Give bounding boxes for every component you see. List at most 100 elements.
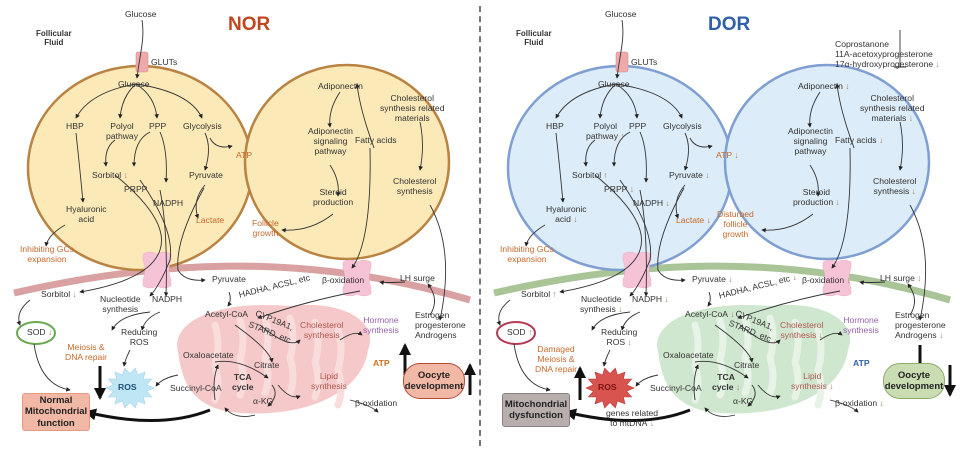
cholesterol-materials-label-text: Cholesterol synthesis related materials bbox=[380, 93, 445, 123]
inhibiting-gcs-label: Inhibiting GCs expansion bbox=[20, 244, 74, 265]
inhibition-line bbox=[894, 30, 906, 68]
hormones-list-label: Estrogen progesterone Androgens ↓ bbox=[895, 310, 946, 341]
ros-label-text: ROS bbox=[118, 382, 137, 392]
glucose-inside-label-text: Glucose bbox=[598, 79, 630, 89]
oocyte-development-box: Oocyte development bbox=[883, 363, 945, 399]
decrease-arrow-icon: ↓ bbox=[121, 170, 128, 180]
nadph-oocyte-label: NADPH bbox=[152, 294, 183, 305]
acetyl-coa-label-text: Acetyl-CoA bbox=[205, 309, 248, 319]
acetyl-coa-label: Acetyl-CoA bbox=[205, 309, 248, 320]
meiosis-label: Meiosis & DNA repair bbox=[65, 342, 107, 363]
prpp-exit-arrow bbox=[619, 179, 652, 297]
to-chol-synth-arrow bbox=[898, 121, 903, 171]
mitochondrial-function-box: Mitochondrial dysfunction bbox=[502, 393, 570, 427]
decrease-arrow-icon: ↓ bbox=[45, 327, 53, 337]
decrease-arrow-icon: ↓ bbox=[732, 150, 739, 160]
glucose-outside-label-text: Glucose bbox=[125, 9, 157, 19]
hbp-label: HBP bbox=[66, 121, 84, 132]
mito-output-arrow bbox=[84, 408, 211, 422]
decrease-arrow-icon: ↓ bbox=[936, 329, 944, 340]
cholesterol-materials-label: Cholesterol synthesis related materials bbox=[380, 93, 445, 124]
mitochondrion-crista bbox=[286, 314, 297, 397]
acetyl-coa-label-text: Acetyl-CoA bbox=[685, 309, 728, 319]
citrate-to-akg-arrow bbox=[267, 384, 276, 407]
mitochondrion-crista bbox=[311, 318, 322, 401]
beta-oxidation-2-label-text: β-oxidation bbox=[355, 398, 398, 408]
beta-oxidation-label: β-oxidation bbox=[322, 275, 365, 286]
cholesterol-synthesis-cell-label-text: Cholesterol synthesis bbox=[873, 176, 917, 196]
precursor-metabolites-label: Coprostanone 11A-acetoxyprogesterone 17α… bbox=[835, 39, 940, 70]
pyruvate-exit-arrow bbox=[657, 187, 686, 283]
pyruvate-oocyte-label: Pyruvate ↓ bbox=[692, 274, 733, 285]
cholesterol-synthesis-mito-label-text: Cholesterol synthesis bbox=[300, 320, 344, 340]
decrease-arrow-icon: ↓ bbox=[933, 58, 940, 69]
decrease-arrow-icon: ↓ bbox=[702, 170, 710, 180]
citrate-label: Citrate bbox=[734, 360, 759, 371]
beta-oxidation-label-text: β-oxidation bbox=[802, 275, 845, 285]
sorbitol-oocyte-label-text: Sorbitol bbox=[41, 289, 71, 299]
cholesterol-synthesis-mito-label: Cholesterol synthesis bbox=[300, 320, 344, 341]
glut-transporter bbox=[135, 51, 149, 73]
nadph-oocyte-label-text: NADPH bbox=[152, 294, 183, 304]
to-ppp-arrow bbox=[135, 83, 159, 119]
to-steroid-arrow bbox=[329, 164, 341, 197]
hormone-synthesis-label: Hormone synthesis bbox=[843, 315, 879, 336]
tca-cycle-label-text: TCA cycle bbox=[712, 372, 735, 392]
decrease-arrow-icon: ↓ bbox=[615, 303, 623, 314]
beta-oxidation-label-text: β-oxidation bbox=[322, 275, 365, 285]
lactate-label-text: Lactate bbox=[676, 215, 705, 225]
adiponectin-pathway-label-text: Adiponectin signaling pathway bbox=[788, 126, 833, 156]
to-glycolysis-arrow bbox=[615, 83, 683, 119]
hyaluronic-label: Hyaluronic acid ↓ bbox=[546, 204, 587, 225]
glucose-uptake-arrow bbox=[135, 19, 144, 79]
follicle-growth-label: Disturbed follicle growth bbox=[717, 209, 754, 240]
hbp-label-text: HBP bbox=[66, 121, 84, 131]
to-beta-ox-arrow bbox=[831, 147, 851, 269]
mitochondrion-crista bbox=[334, 326, 345, 409]
inhibiting-gcs-label: Inhibiting GCs expansion bbox=[500, 244, 554, 265]
pyruvate-oocyte-label-text: Pyruvate bbox=[692, 274, 726, 284]
ros-label: ROS bbox=[118, 382, 137, 393]
nadph-to-ros-arrow bbox=[620, 311, 641, 331]
lactate-label-text: Lactate bbox=[196, 215, 225, 225]
granulosa-cell-right bbox=[243, 63, 451, 261]
decrease-arrow-icon: ↓ bbox=[663, 198, 670, 208]
nucleotide-to-meiosis-arrow bbox=[111, 311, 151, 331]
hormone-synthesis-label: Hormone synthesis bbox=[363, 315, 399, 336]
increase-arrow-icon: ↑ bbox=[550, 289, 557, 299]
glucose-inside-label: Glucose bbox=[118, 79, 150, 90]
succinyl-coa-label-text: Succinyl-CoA bbox=[170, 383, 222, 393]
pyruvate-cell-label-text: Pyruvate bbox=[669, 170, 703, 180]
decrease-arrow-icon: ↓ bbox=[877, 398, 884, 408]
steroid-production-label-text: Steroid production bbox=[793, 187, 834, 207]
cholesterol-materials-label-text: Cholesterol synthesis related materials bbox=[860, 93, 925, 123]
to-sorbitol-arrow bbox=[103, 139, 116, 167]
oocyte-development-box: Oocyte development bbox=[403, 363, 465, 399]
atp-cell-label-text: ATP bbox=[716, 150, 733, 160]
tca-cycle-label: TCA cycle ↓ bbox=[712, 372, 740, 393]
mitochondrial-function-box-text: Mitochondrial dysfunction bbox=[504, 398, 568, 421]
pyruvate-oocyte-label-text: Pyruvate bbox=[212, 274, 246, 284]
glut-transporter bbox=[615, 51, 629, 73]
oocyte-development-box-text: Oocyte development bbox=[404, 369, 464, 392]
hbp-label-text: HBP bbox=[546, 121, 564, 131]
polyol-label-text: Polyol pathway bbox=[106, 121, 139, 141]
precursor-metabolites-label-text: Coprostanone 11A-acetoxyprogesterone 17α… bbox=[835, 39, 934, 69]
oxaloacetate-label: Oxaloacetate bbox=[183, 350, 234, 361]
pyruvate-cell-label: Pyruvate bbox=[189, 170, 223, 181]
alpha-kg-label-text: α-KG bbox=[253, 396, 274, 406]
fatty-acids-up-arrow bbox=[355, 83, 375, 149]
glucose-outside-label: Glucose bbox=[605, 9, 637, 20]
decrease-arrow-icon: ↓ bbox=[627, 184, 635, 194]
to-hbp-arrow bbox=[555, 83, 617, 119]
sod-to-mito-arrow bbox=[513, 343, 551, 392]
adiponectin-label-text: Adiponectin bbox=[798, 81, 843, 91]
gap-junction-left bbox=[622, 251, 652, 289]
sorbitol-oocyte-label: Sorbitol ↓ bbox=[41, 289, 77, 300]
gap-junction-right bbox=[342, 259, 372, 297]
inhibiting-gcs-label-text: Inhibiting GCs expansion bbox=[20, 244, 74, 264]
sod-label: SOD ↓ bbox=[27, 327, 53, 338]
mtdna-genes-label: genes related to mtDNA ↓ bbox=[606, 408, 658, 429]
to-sorbitol-arrow bbox=[583, 139, 596, 167]
